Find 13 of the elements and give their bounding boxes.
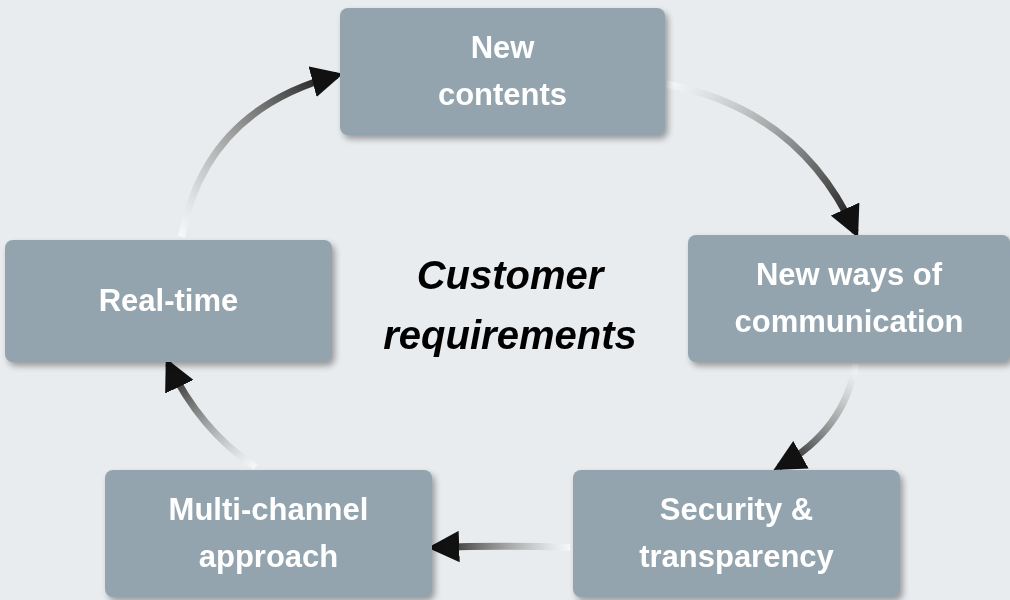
process-box	[340, 8, 665, 135]
box-label: Multi-channel approach	[167, 491, 370, 576]
box-label: Security & transparency	[638, 491, 835, 576]
center-title: Customer requirements	[382, 252, 638, 359]
box-label: New contents	[436, 29, 569, 114]
box-label: New ways of communication	[733, 256, 965, 341]
process-box	[688, 235, 1010, 362]
process-box	[105, 470, 432, 597]
process-box	[5, 240, 332, 362]
process-box	[573, 470, 900, 597]
curved-arrow	[666, 80, 859, 238]
curved-arrow	[773, 363, 859, 471]
box-label: Real-time	[98, 281, 239, 320]
